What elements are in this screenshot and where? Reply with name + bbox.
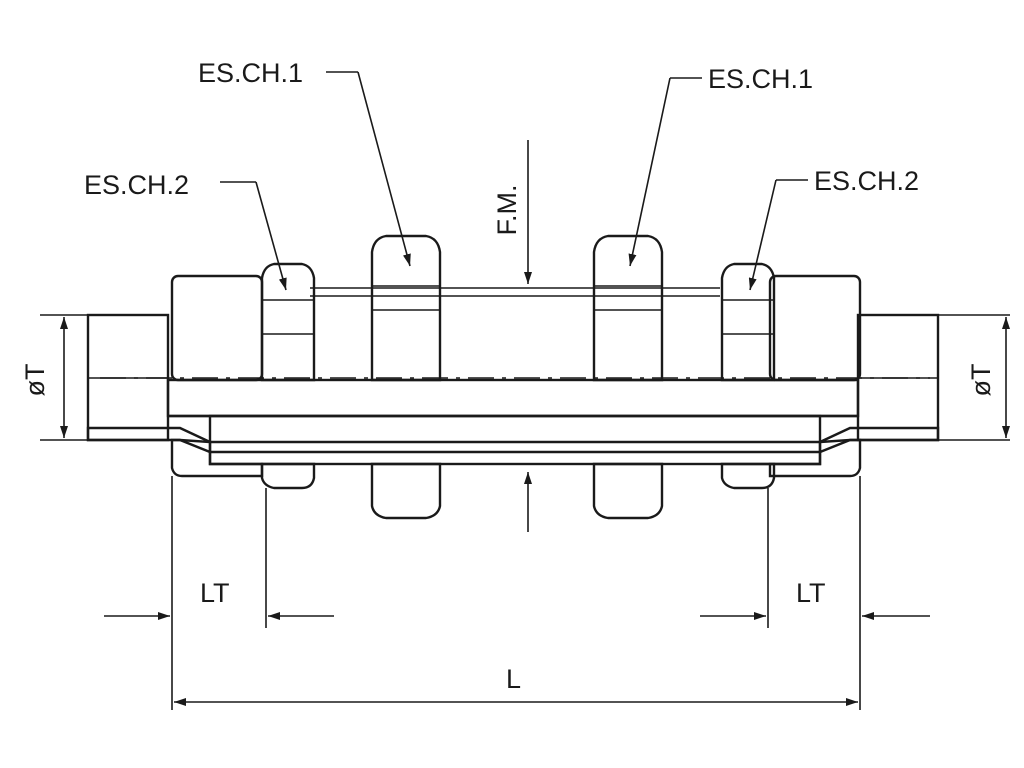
- right-large-nut-section: [592, 462, 664, 520]
- lt-left-label: LT: [200, 578, 230, 608]
- lt-right-label: LT: [796, 578, 826, 608]
- length-label: L: [506, 664, 521, 694]
- fm-label: F.M.: [492, 185, 522, 236]
- right-knurled-nut-section: [768, 438, 862, 478]
- es-ch1-right-label: ES.CH.1: [708, 64, 813, 94]
- leader-es-ch1-right: [628, 77, 702, 267]
- right-small-hex-nut: [720, 262, 776, 382]
- left-knurled-nut-section: [170, 438, 264, 478]
- diam-dimension-left: [40, 314, 88, 441]
- pipe-wall-section: [86, 426, 940, 454]
- es-ch2-left-label: ES.CH.2: [84, 170, 189, 200]
- es-ch2-right-label: ES.CH.2: [814, 166, 919, 196]
- left-small-hex-nut: [260, 262, 316, 382]
- right-small-nut-section: [720, 462, 776, 490]
- body-section: [168, 414, 858, 466]
- lt-dimension-right: [700, 476, 930, 710]
- es-ch1-left-label: ES.CH.1: [198, 58, 303, 88]
- diam-left-label: øT: [20, 364, 50, 397]
- diam-right-label: øT: [966, 364, 996, 397]
- left-large-nut-section: [370, 462, 442, 520]
- right-large-hex-nut: [592, 234, 664, 382]
- leader-es-ch2-left: [220, 181, 287, 291]
- diam-dimension-right: [938, 314, 1010, 441]
- leader-es-ch1-left: [326, 71, 411, 267]
- left-large-hex-nut: [370, 234, 442, 382]
- left-small-nut-section: [260, 462, 316, 490]
- lt-dimension-left: [104, 476, 334, 710]
- right-knurled-nut: [768, 274, 862, 382]
- body-upper: [166, 287, 860, 418]
- leader-es-ch2-right: [748, 179, 808, 291]
- left-knurled-nut: [170, 274, 264, 382]
